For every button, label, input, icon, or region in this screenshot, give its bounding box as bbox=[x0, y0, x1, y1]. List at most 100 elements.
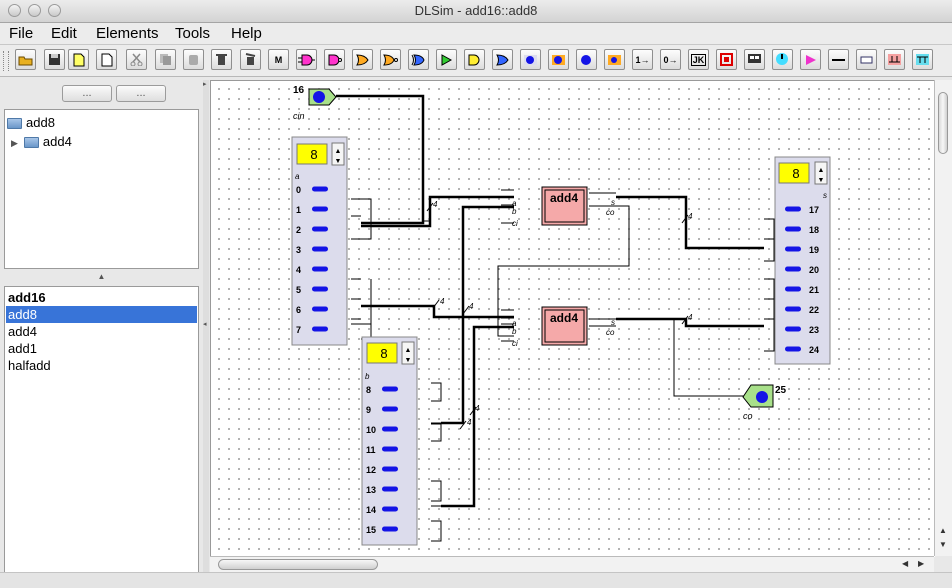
scroll-left-arrow-icon[interactable]: ◀ bbox=[902, 559, 909, 568]
bit-led-icon[interactable] bbox=[785, 226, 801, 232]
bit-led-icon[interactable] bbox=[312, 266, 328, 272]
clear-button[interactable] bbox=[240, 49, 261, 70]
spinner-down-icon[interactable]: ▼ bbox=[335, 158, 342, 165]
horizontal-scroll-thumb[interactable] bbox=[218, 559, 378, 570]
probe-button[interactable] bbox=[604, 49, 625, 70]
bit-led-icon[interactable] bbox=[312, 286, 328, 292]
close-window-button[interactable] bbox=[8, 4, 21, 17]
output-s-spinner[interactable] bbox=[814, 161, 828, 185]
bit-led-icon[interactable] bbox=[382, 466, 398, 472]
menu-file[interactable]: File bbox=[9, 25, 34, 42]
label-button[interactable] bbox=[856, 49, 877, 70]
spinner-up-icon[interactable]: ▲ bbox=[335, 148, 342, 155]
bit-led-icon[interactable] bbox=[382, 386, 398, 392]
bit-led-icon[interactable] bbox=[785, 266, 801, 272]
output-pin-button[interactable] bbox=[548, 49, 569, 70]
scroll-down-arrow-icon[interactable]: ▼ bbox=[939, 540, 947, 549]
bit-led-icon[interactable] bbox=[312, 226, 328, 232]
expand-triangle-icon[interactable]: ▶ bbox=[11, 138, 18, 148]
xor-gate-button[interactable] bbox=[408, 49, 429, 70]
or-gate-button[interactable] bbox=[352, 49, 373, 70]
bit-led-icon[interactable] bbox=[382, 426, 398, 432]
list-item-add16[interactable]: add16 bbox=[8, 290, 46, 305]
bit-led-icon[interactable] bbox=[312, 186, 328, 192]
expand-arrow-icon[interactable]: ◂ bbox=[203, 321, 207, 328]
and3-gate-button[interactable] bbox=[464, 49, 485, 70]
clock-button[interactable] bbox=[772, 49, 793, 70]
menu-elements[interactable]: Elements bbox=[96, 25, 159, 42]
paste-button[interactable] bbox=[183, 49, 204, 70]
delete-button[interactable] bbox=[211, 49, 232, 70]
toolbar-grip[interactable] bbox=[3, 51, 9, 71]
bit-led-icon[interactable] bbox=[382, 486, 398, 492]
tristate-button[interactable] bbox=[800, 49, 821, 70]
bit-led-icon[interactable] bbox=[382, 406, 398, 412]
high-constant-button[interactable]: 1→ bbox=[632, 49, 653, 70]
menu-tools[interactable]: Tools bbox=[175, 25, 211, 42]
vertical-scrollbar[interactable]: ▲ ▼ bbox=[934, 80, 952, 556]
low-constant-button[interactable]: 0→ bbox=[660, 49, 681, 70]
spinner-up-icon[interactable]: ▲ bbox=[405, 347, 412, 354]
horizontal-scrollbar[interactable]: ◀ ▶ bbox=[210, 556, 934, 572]
merger-button[interactable] bbox=[912, 49, 933, 70]
cut-button[interactable] bbox=[126, 49, 147, 70]
buffer-button[interactable] bbox=[436, 49, 457, 70]
list-item-add8[interactable]: add8 bbox=[6, 306, 197, 323]
or3-gate-button[interactable] bbox=[492, 49, 513, 70]
spinner-down-icon[interactable]: ▼ bbox=[818, 177, 825, 184]
and-gate-button[interactable] bbox=[296, 49, 317, 70]
led-button[interactable] bbox=[576, 49, 597, 70]
bit-led-icon[interactable] bbox=[785, 286, 801, 292]
adder-bottom-block[interactable]: add4 a b ci s co bbox=[512, 306, 615, 348]
collapse-arrow-icon[interactable]: ▸ bbox=[203, 81, 207, 88]
bus-button[interactable] bbox=[744, 49, 765, 70]
jk-flipflop-button[interactable]: JK bbox=[688, 49, 709, 70]
vertical-splitter[interactable]: ▸ ◂ bbox=[203, 80, 209, 587]
new-file-button[interactable] bbox=[68, 49, 89, 70]
bit-led-icon[interactable] bbox=[312, 246, 328, 252]
open-folder-button[interactable] bbox=[15, 49, 36, 70]
bit-led-icon[interactable] bbox=[382, 526, 398, 532]
zoom-window-button[interactable] bbox=[48, 4, 61, 17]
left-panel-button-1[interactable]: ... bbox=[62, 85, 112, 102]
tree-item-add4[interactable]: ▶add4 bbox=[11, 134, 72, 149]
minimize-window-button[interactable] bbox=[28, 4, 41, 17]
bit-led-icon[interactable] bbox=[312, 306, 328, 312]
save-button[interactable] bbox=[44, 49, 65, 70]
input-b-spinner[interactable] bbox=[401, 341, 415, 365]
list-item-add1[interactable]: add1 bbox=[8, 341, 37, 356]
bit-led-icon[interactable] bbox=[785, 246, 801, 252]
scroll-right-arrow-icon[interactable]: ▶ bbox=[918, 559, 925, 568]
copy-button[interactable] bbox=[155, 49, 176, 70]
splitter-button[interactable] bbox=[884, 49, 905, 70]
list-item-halfadd[interactable]: halfadd bbox=[8, 358, 51, 373]
list-item-add4[interactable]: add4 bbox=[8, 324, 37, 339]
blank-page-button[interactable] bbox=[96, 49, 117, 70]
menu-help[interactable]: Help bbox=[231, 25, 262, 42]
input-pin-button[interactable] bbox=[520, 49, 541, 70]
bit-led-icon[interactable] bbox=[312, 326, 328, 332]
bit-led-icon[interactable] bbox=[382, 446, 398, 452]
spinner-down-icon[interactable]: ▼ bbox=[405, 357, 412, 364]
spinner-up-icon[interactable]: ▲ bbox=[818, 167, 825, 174]
adder-top-block[interactable]: add4 a b ci s co bbox=[512, 186, 615, 228]
bit-led-icon[interactable] bbox=[785, 206, 801, 212]
nand-gate-button[interactable] bbox=[324, 49, 345, 70]
bit-led-icon[interactable] bbox=[785, 326, 801, 332]
module-button[interactable]: M bbox=[268, 49, 289, 70]
panel-splitter[interactable]: ▲ bbox=[97, 272, 106, 281]
bit-led-icon[interactable] bbox=[785, 306, 801, 312]
bit-led-icon[interactable] bbox=[382, 506, 398, 512]
menu-edit[interactable]: Edit bbox=[51, 25, 77, 42]
nor-gate-button[interactable] bbox=[380, 49, 401, 70]
tree-item-add8[interactable]: add8 bbox=[7, 115, 55, 130]
wire-button[interactable] bbox=[828, 49, 849, 70]
left-panel-button-2[interactable]: ... bbox=[116, 85, 166, 102]
input-a-spinner[interactable] bbox=[331, 142, 345, 166]
bit-led-icon[interactable] bbox=[785, 346, 801, 352]
bit-led-icon[interactable] bbox=[312, 206, 328, 212]
